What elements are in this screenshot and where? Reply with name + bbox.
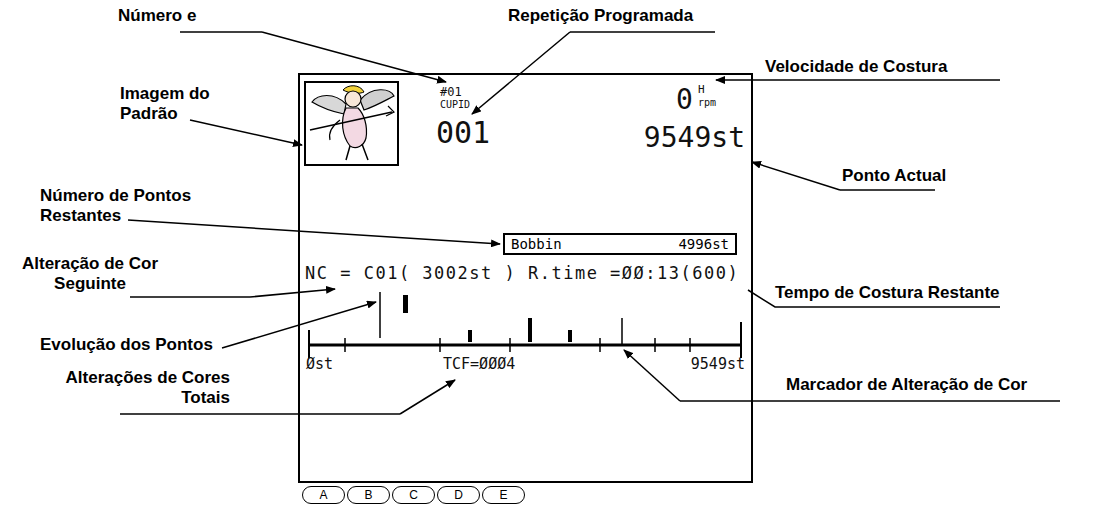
speed-mode: H xyxy=(698,84,705,95)
status-line: NC = C01( 3002st ) R.time =ØØ:13(600) xyxy=(305,265,739,282)
pattern-image xyxy=(305,82,398,165)
function-button: B xyxy=(347,486,390,504)
callout-label: Marcador de Alteração de Cor xyxy=(786,375,1027,395)
leader-lines xyxy=(120,32,1060,414)
button-letter: C xyxy=(409,489,418,501)
callout-label: Tempo de Costura Restante xyxy=(775,283,1000,303)
button-letter: E xyxy=(499,489,507,501)
pattern-number: #01 xyxy=(440,86,462,98)
callout-label: Ponto Actual xyxy=(842,166,946,186)
bobbin-label: Bobbin xyxy=(511,236,562,252)
total-color-changes: TCF=ØØØ4 xyxy=(443,357,515,372)
axis-start: Øst xyxy=(306,357,333,372)
function-button: D xyxy=(437,486,480,504)
lcd-screen: #01CUPID 001 0Hrpm 9549st NC = C01( 3002st )… xyxy=(298,73,753,483)
callout-label: Imagem do Padrão xyxy=(120,84,235,124)
function-button: C xyxy=(392,486,435,504)
callout-label: Alterações de Cores Totais xyxy=(40,368,230,408)
axis-end: 9549st xyxy=(691,357,745,372)
callout-label: Velocidade de Costura xyxy=(765,57,947,77)
button-letter: B xyxy=(364,489,372,501)
speed-value: 0 xyxy=(676,86,693,114)
speed-unit: rpm xyxy=(698,98,716,108)
callout-label: Repetição Programada xyxy=(508,6,693,26)
function-button: E xyxy=(482,486,525,504)
button-letter: A xyxy=(319,489,327,501)
repeat-count: 001 xyxy=(436,118,490,148)
bobbin-count: 4996st xyxy=(678,236,729,252)
pattern-name: CUPID xyxy=(440,100,470,110)
stitch-progress-bar xyxy=(308,292,742,358)
callout-label: Evolução dos Pontos xyxy=(40,335,213,355)
function-button: A xyxy=(302,486,345,504)
callout-label: Número e xyxy=(118,6,196,26)
button-letter: D xyxy=(454,489,463,501)
callout-label: Alteração de Cor Seguinte xyxy=(5,254,175,294)
current-stitch: 9549st xyxy=(644,124,745,152)
bobbin-counter: Bobbin 4996st xyxy=(503,233,737,255)
callout-label: Número de Pontos Restantes xyxy=(40,186,210,226)
